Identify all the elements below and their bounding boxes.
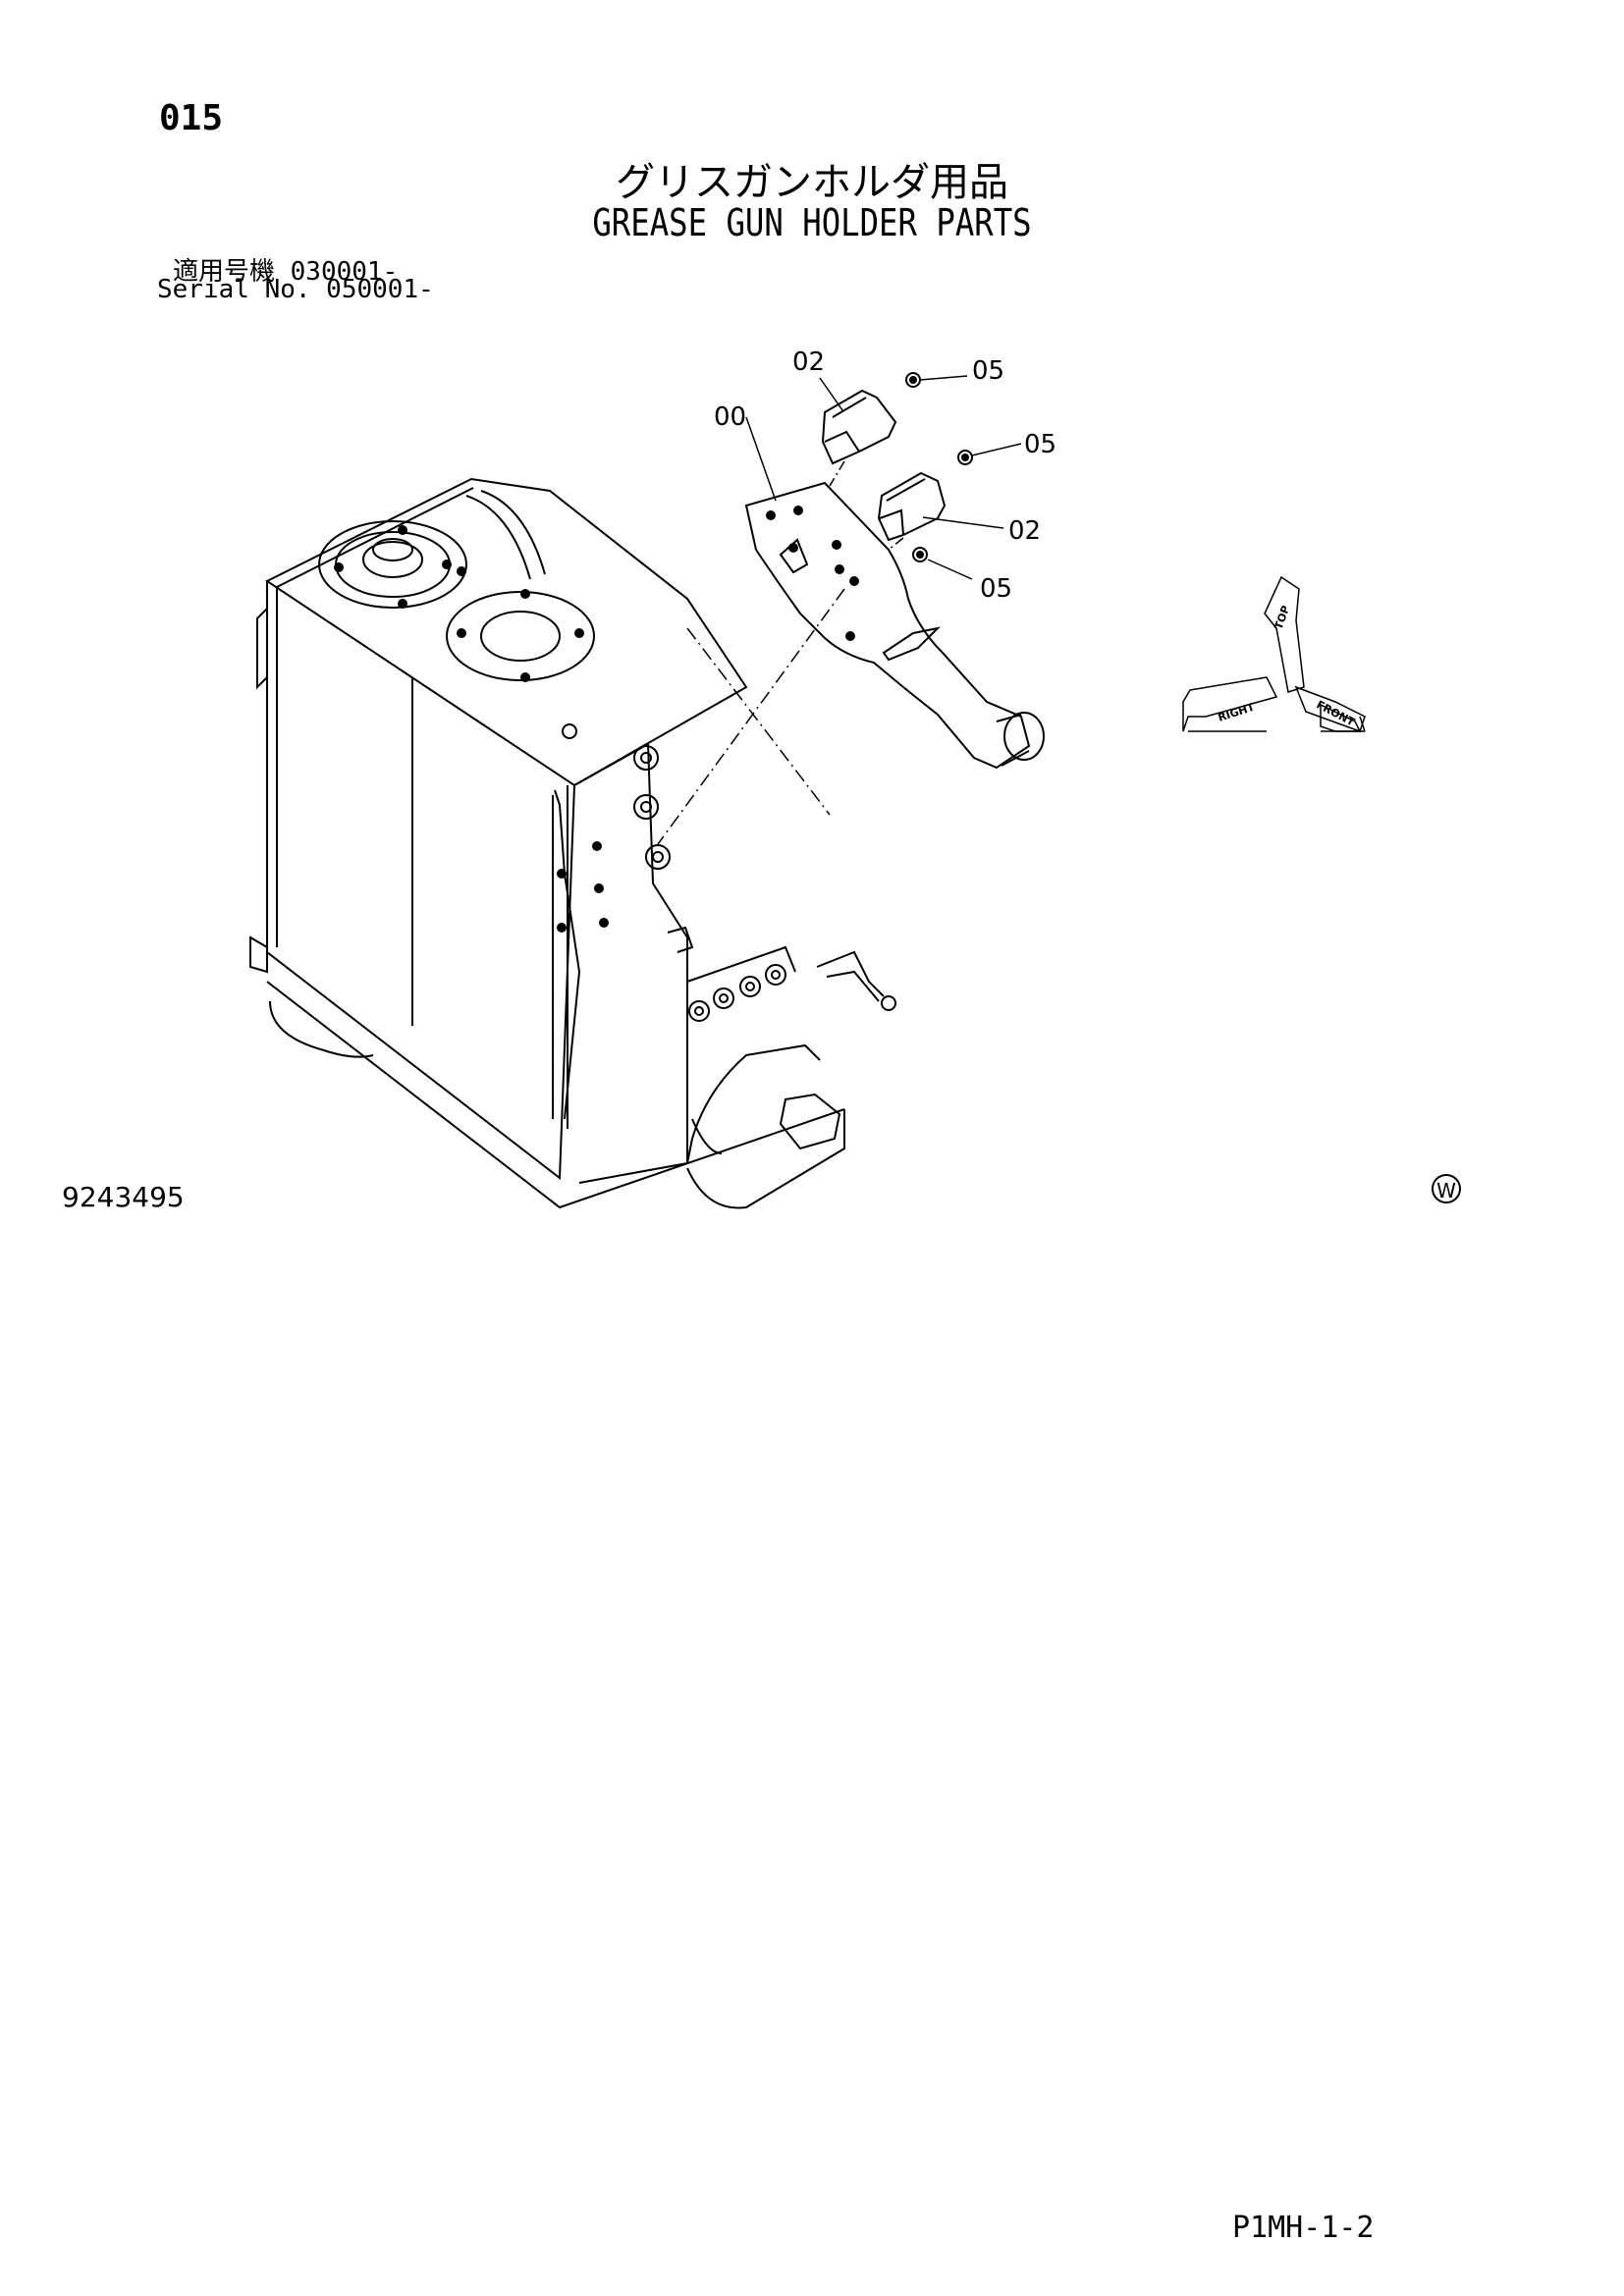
circled-w-mark: W: [1432, 1174, 1461, 1203]
page-title-english: GREASE GUN HOLDER PARTS: [592, 201, 1032, 244]
callout-02-upper: 02: [792, 347, 825, 377]
callout-05-middle: 05: [1024, 430, 1056, 459]
page-code: 015: [159, 98, 224, 138]
clip-upper: [821, 389, 897, 465]
hydraulic-tank: [249, 477, 896, 1209]
orientation-indicator: [1182, 575, 1366, 732]
bolt-lower: [912, 547, 928, 562]
applicable-serial-ja: 適用号機 030001-: [173, 257, 399, 287]
holder-bracket: [744, 481, 1045, 770]
page-title-japanese: グリスガンホルダ用品: [616, 160, 1008, 205]
callout-05-upper: 05: [972, 356, 1004, 386]
leader-lines: [657, 375, 1022, 845]
clip-middle: [877, 471, 947, 542]
callout-00: 00: [714, 402, 746, 432]
bolt-upper: [905, 372, 921, 388]
callout-02-lower: 02: [1008, 516, 1041, 546]
orientation-right-label: RIGHT: [1217, 701, 1257, 724]
orientation-labels: TOP RIGHT FRONT: [1217, 604, 1357, 728]
applicable-serial-en: Serial No. 050001-: [157, 275, 434, 304]
orientation-top-label: TOP: [1272, 604, 1293, 631]
drawing-number: 9243495: [62, 1181, 185, 1213]
parts-exploded-diagram: TOP RIGHT FRONT 00 02 05 05 02 05: [249, 347, 1366, 1209]
callout-05-lower: 05: [980, 574, 1012, 604]
callout-numbers: 00 02 05 05 02 05: [714, 347, 1056, 604]
page-reference: P1MH-1-2: [1232, 2211, 1375, 2245]
bolt-middle: [957, 450, 973, 465]
